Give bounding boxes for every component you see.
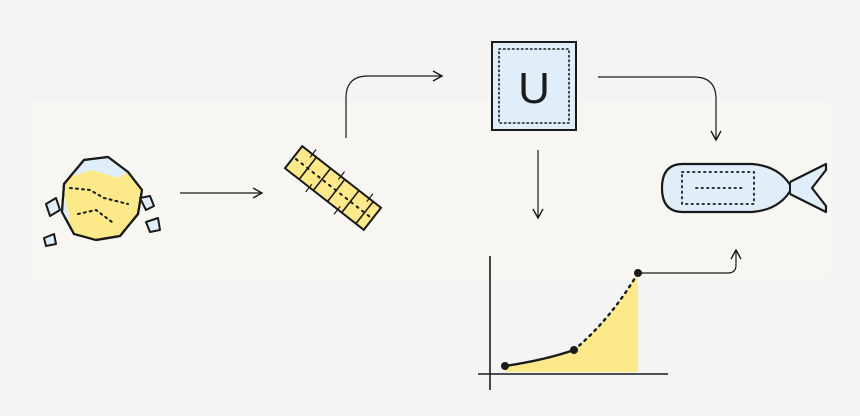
arrow-fuel-to-element: [345, 70, 444, 138]
arrow-element-to-bomb: [598, 76, 722, 142]
bomb-icon: [660, 162, 828, 214]
uranium-element-box-icon: U: [491, 41, 577, 131]
fuel-rod-icon: [283, 144, 383, 232]
uranium-ore-rock-icon: [43, 155, 161, 247]
background-panel: [30, 100, 830, 280]
element-symbol: U: [518, 64, 550, 113]
arrow-chart-to-bomb: [641, 248, 742, 274]
exponential-growth-chart-icon: [478, 256, 668, 390]
